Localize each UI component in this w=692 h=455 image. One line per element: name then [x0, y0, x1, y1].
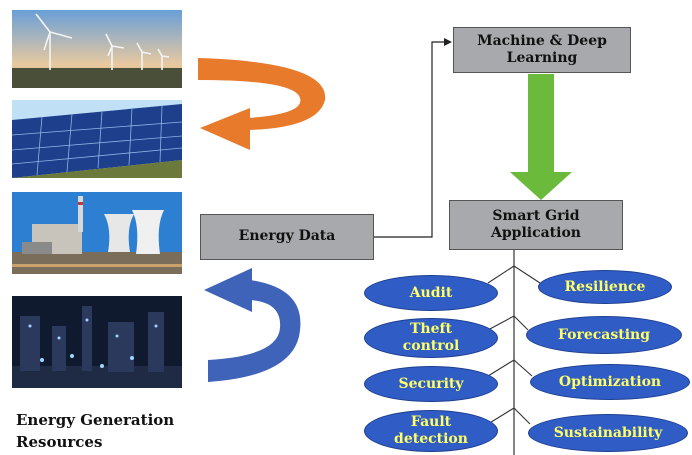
resilience-label: Resilience	[564, 278, 646, 295]
ml-dl-label-line1: Machine & Deep	[477, 32, 607, 49]
smart-grid-application-box: Smart Grid Application	[449, 200, 623, 250]
audit-ellipse: Audit	[364, 275, 498, 311]
caption-line2: Resources	[16, 432, 103, 451]
theft-control-label-line1: Theft	[410, 321, 452, 338]
resilience-ellipse: Resilience	[538, 270, 672, 304]
caption-line1: Energy Generation	[16, 411, 175, 429]
thermal-power-plant-image	[12, 192, 182, 274]
green-down-arrow	[510, 74, 572, 200]
optimization-ellipse: Optimization	[530, 364, 690, 400]
optimization-label: Optimization	[558, 373, 662, 390]
energy-data-box: Energy Data	[200, 214, 374, 260]
fault-detection-ellipse: Fault detection	[364, 410, 498, 452]
audit-label: Audit	[409, 284, 453, 301]
fault-detection-label-line2: detection	[394, 431, 468, 447]
forecasting-ellipse: Forecasting	[526, 316, 682, 354]
orange-curved-arrow	[198, 58, 326, 150]
energy-generation-caption: Energy Generation Resources	[16, 410, 174, 454]
security-label: Security	[398, 375, 464, 392]
smart-grid-label-line1: Smart Grid	[492, 207, 580, 224]
wind-turbines-image	[12, 10, 182, 88]
energy-data-connector	[373, 41, 450, 238]
security-ellipse: Security	[364, 366, 498, 402]
sustainability-ellipse: Sustainability	[528, 414, 688, 452]
smart-grid-label-line2: Application	[491, 225, 581, 241]
energy-data-label: Energy Data	[238, 228, 336, 245]
sustainability-label: Sustainability	[553, 424, 663, 441]
fault-detection-label-line1: Fault	[410, 414, 452, 431]
machine-deep-learning-box: Machine & Deep Learning	[453, 27, 631, 73]
theft-control-ellipse: Theft control	[364, 318, 498, 358]
ml-dl-label-line2: Learning	[506, 50, 578, 66]
theft-control-label-line2: control	[402, 338, 460, 354]
industrial-plant-night-image	[12, 296, 182, 388]
forecasting-label: Forecasting	[557, 326, 651, 343]
solar-panels-image	[12, 100, 182, 178]
blue-curved-arrow	[204, 268, 301, 382]
